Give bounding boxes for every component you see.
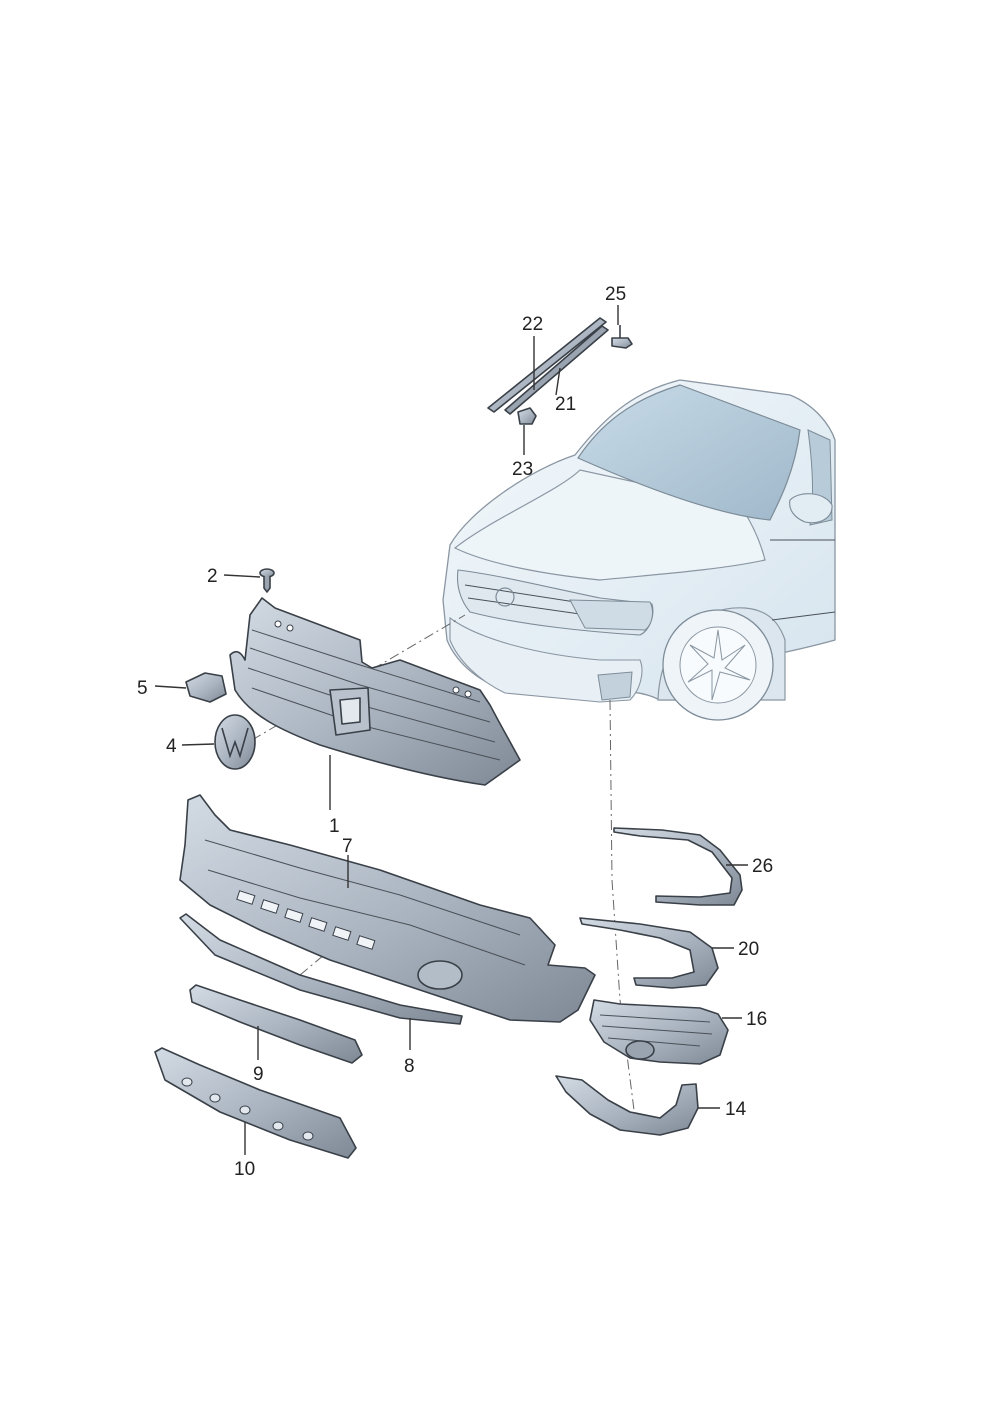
emblem-4 [214,714,256,770]
clip-25 [611,325,633,349]
callout-1: 1 [329,816,340,837]
vehicle-headlight [569,599,653,631]
vehicle-fog-area [597,671,633,701]
screw-2 [259,568,275,593]
callout-7: 7 [342,836,353,857]
callout-23: 23 [512,459,533,480]
vehicle-illustration [442,379,836,721]
leader-4 [181,743,215,746]
frame-20 [579,917,719,989]
frame-26 [613,827,743,906]
clip-23 [517,407,537,425]
moulding-strip-21 [504,325,609,415]
callout-8: 8 [404,1056,415,1077]
callout-4: 4 [166,736,177,757]
callout-labels: 2 1 5 4 7 8 9 10 14 16 20 21 22 23 25 26 [137,284,773,1180]
vehicle-mirror [789,493,833,524]
callout-9: 9 [253,1064,264,1085]
callout-14: 14 [725,1099,747,1120]
vehicle-windshield [577,384,801,521]
trim-14 [555,1075,699,1136]
callout-16: 16 [746,1009,767,1030]
vehicle-badge [495,587,515,607]
trim-10 [154,1047,357,1159]
callout-25: 25 [605,284,626,305]
callout-5: 5 [137,678,148,699]
radiator-grille-1 [229,597,521,786]
callout-26: 26 [752,856,773,877]
callout-21: 21 [555,394,576,415]
leader-2 [223,574,261,578]
leader-lines [154,305,748,1155]
trim-9 [189,984,363,1064]
callout-22: 22 [522,314,543,335]
callout-2: 2 [207,566,218,587]
leader-21 [555,367,561,396]
callout-20: 20 [738,939,759,960]
grille-insert-16 [589,999,729,1065]
vehicle-rim [679,626,757,704]
bracket-5 [185,672,227,703]
vehicle-bumper [449,616,643,703]
bumper-carrier-7 [179,794,596,1023]
leader-5 [154,685,187,689]
moulding-strip-22 [487,317,607,413]
callout-10: 10 [234,1159,255,1180]
trim-strip-8 [179,913,463,1025]
